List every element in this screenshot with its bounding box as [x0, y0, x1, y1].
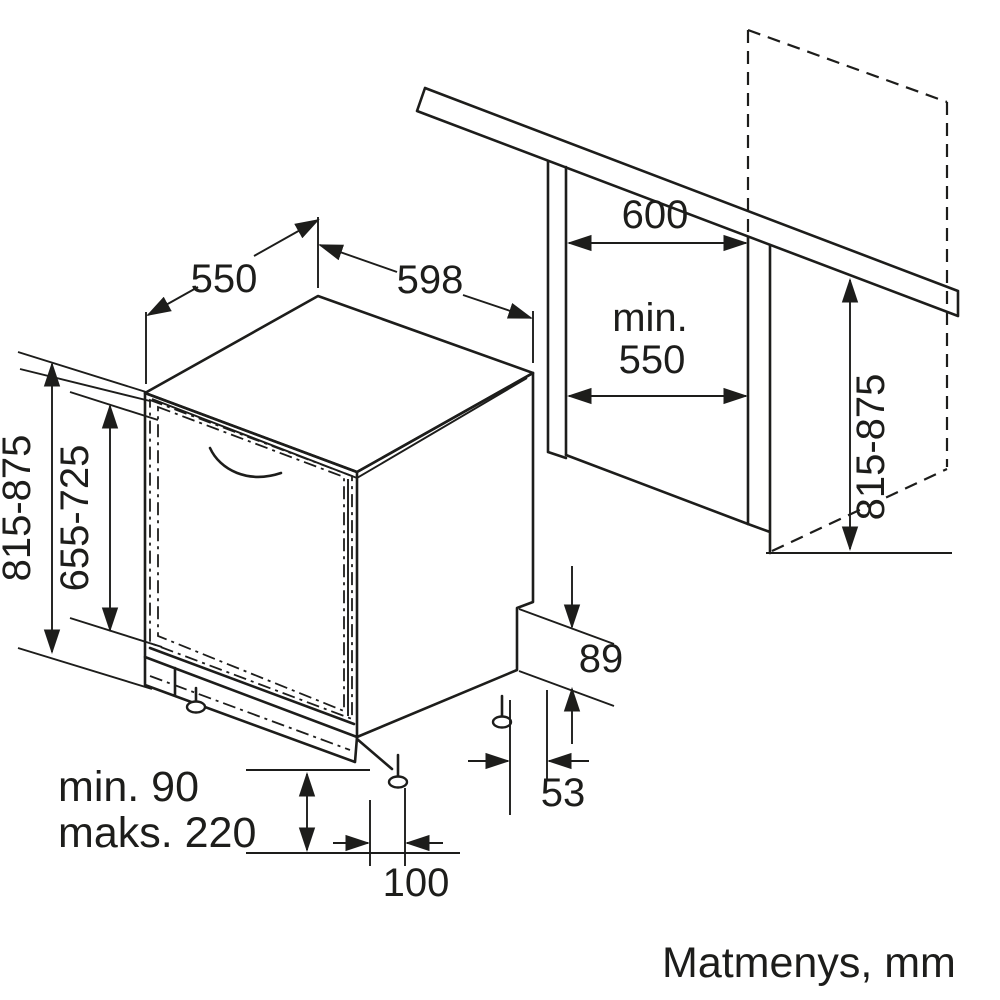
dim-niche-depth: min. 550 — [566, 296, 749, 405]
base-outline — [143, 655, 359, 764]
foot-right — [491, 715, 513, 729]
top-face-inset-edge — [151, 377, 528, 480]
dim-label-plinth-max: maks. 220 — [58, 809, 256, 857]
extension-lines — [17, 351, 153, 690]
door-bottom-edge — [148, 646, 356, 726]
niche-right-wall — [746, 235, 772, 555]
extension-lines — [246, 769, 460, 854]
dishwasher-drawing — [19, 294, 535, 789]
dim-label-rear-recess-depth: 53 — [541, 771, 586, 815]
dim-label-plinth-min: min. 90 — [58, 763, 199, 811]
dim-label-niche-width: 600 — [622, 193, 689, 237]
dim-niche-width: 600 — [566, 193, 749, 252]
dim-arrow — [462, 294, 533, 319]
dim-rear-recess-height: 89 — [518, 566, 624, 744]
extension-lines — [369, 788, 406, 866]
dim-door-panel-height: 655-725 — [53, 391, 163, 648]
dim-arrow — [318, 244, 398, 273]
dim-arrow — [146, 286, 199, 317]
dim-appliance-depth: 550 — [145, 217, 320, 384]
niche-floor — [564, 453, 750, 526]
dim-appliance-height: 815-875 — [0, 351, 153, 690]
dim-arrow — [253, 218, 320, 257]
dim-label-door-panel-height: 655-725 — [53, 445, 97, 592]
niche — [546, 28, 952, 555]
niche-hidden-box — [746, 28, 949, 552]
foot-connector — [355, 737, 394, 771]
foot-left — [185, 700, 207, 714]
top-face — [143, 294, 535, 474]
dim-foot-setback: 100 — [333, 788, 449, 905]
dim-label-niche-depth-value: 550 — [619, 338, 686, 382]
dim-label-niche-depth-min: min. — [612, 296, 688, 340]
door-panel-outline-inner — [157, 405, 345, 713]
door-handle — [208, 446, 283, 479]
door-panel-outline-outer — [149, 398, 353, 721]
countertop — [415, 86, 960, 318]
dim-label-appliance-width: 598 — [397, 258, 464, 302]
side-face — [355, 371, 535, 739]
niche-left-wall — [546, 159, 568, 460]
dim-label-foot-setback: 100 — [383, 861, 450, 905]
dim-label-rear-recess-height: 89 — [579, 637, 624, 681]
dim-appliance-width: 598 — [318, 244, 534, 363]
dim-label-niche-height: 815-875 — [849, 374, 893, 521]
dim-label-appliance-depth: 550 — [191, 257, 258, 301]
dim-plinth-height: min. 90 maks. 220 — [58, 763, 460, 857]
countertop-slab — [415, 86, 960, 318]
footer-units-label: Matmenys, mm — [662, 939, 956, 987]
dim-label-appliance-height: 815-875 — [0, 435, 39, 582]
panel-extension-line — [19, 368, 151, 402]
foot-middle — [387, 775, 409, 789]
plinth-dash-line — [149, 675, 351, 751]
dim-rear-recess-depth: 53 — [468, 690, 589, 815]
dim-niche-height: 815-875 — [841, 277, 893, 552]
